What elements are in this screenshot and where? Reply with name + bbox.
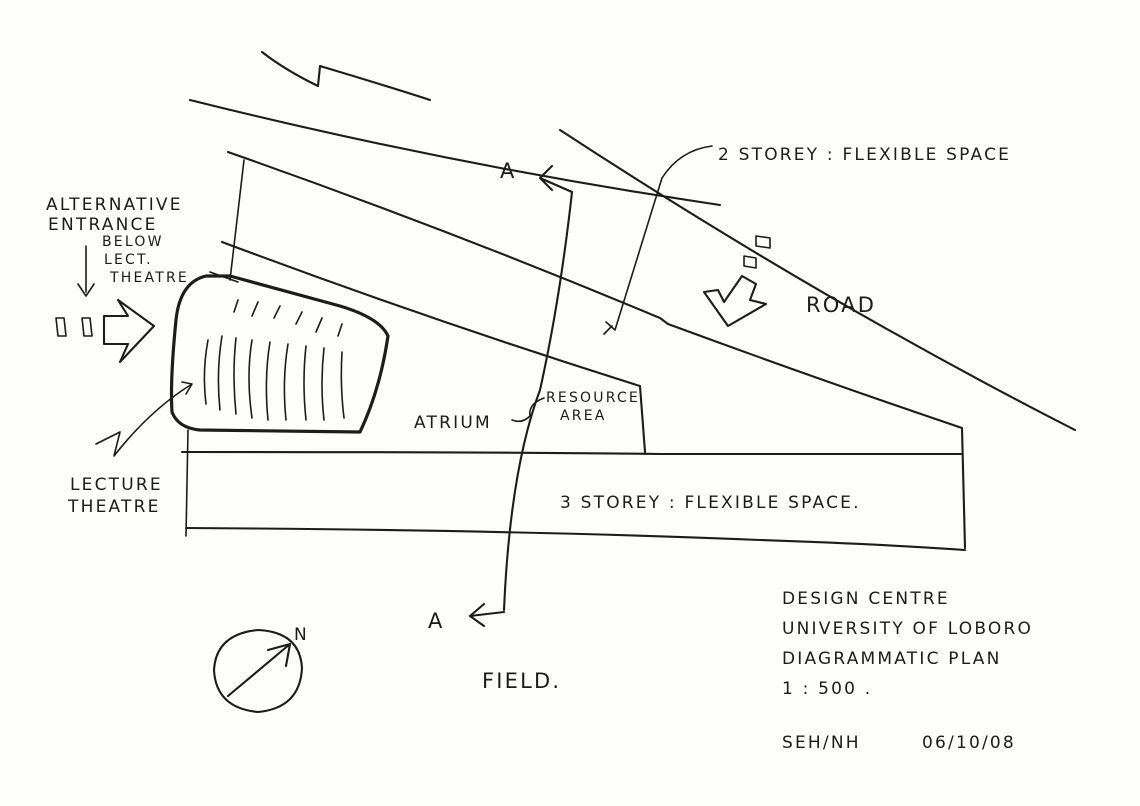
upper-block-inner-line	[220, 240, 647, 454]
road-boundary-line	[188, 98, 722, 207]
north-arrow-icon	[226, 642, 292, 698]
title-block-authors: SEH/NH	[782, 733, 861, 753]
lecture-theatre-outline	[169, 274, 390, 434]
leader-lecture-theatre	[95, 381, 193, 457]
label-field: FIELD.	[482, 669, 561, 693]
label-three-storey: 3 STOREY : FLEXIBLE SPACE.	[560, 493, 861, 513]
section-line-a-a	[502, 190, 574, 612]
main-entrance-marker-2	[743, 255, 757, 269]
main-entrance-arrow	[702, 274, 768, 328]
label-alt-entrance-line5: THEATRE	[109, 270, 189, 286]
label-lecture-theatre-line1: LECTURE	[70, 475, 163, 495]
road-upper-line	[260, 50, 432, 102]
label-two-storey: 2 STOREY : FLEXIBLE SPACE	[718, 145, 1011, 165]
leader-resource-area	[511, 397, 545, 423]
label-atrium: ATRIUM	[414, 413, 492, 433]
label-north: N	[294, 625, 309, 645]
road-lower-line	[558, 128, 1077, 432]
upper-block-end-tick	[209, 159, 245, 283]
title-block-date: 06/10/08	[922, 733, 1016, 753]
lower-block-top-line	[180, 450, 964, 456]
label-section-a-bottom: A	[428, 609, 445, 633]
leader-two-storey	[603, 145, 713, 335]
alt-entrance-marker-2	[81, 317, 93, 337]
alt-entrance-arrow	[102, 298, 156, 364]
section-arrow-bottom	[468, 602, 506, 628]
lower-block-bottom-line	[184, 526, 967, 552]
lower-block-left-edge	[185, 429, 189, 537]
title-block-line1: DESIGN CENTRE	[782, 589, 950, 609]
label-road: ROAD	[806, 293, 876, 317]
label-alt-entrance-line2: ENTRANCE	[48, 215, 158, 235]
label-alt-entrance-line4: LECT.	[104, 252, 153, 268]
alt-entrance-marker-1	[55, 317, 67, 337]
label-resource-area-line2: AREA	[560, 408, 607, 424]
main-entrance-marker-1	[755, 235, 771, 249]
lecture-theatre-seating	[203, 299, 345, 421]
label-lecture-theatre-line2: THEATRE	[67, 497, 161, 517]
section-arrow-top	[538, 164, 574, 194]
leader-alt-entrance	[77, 245, 95, 297]
label-resource-area-line1: RESOURCE	[546, 390, 640, 406]
upper-block-outline	[226, 150, 967, 550]
north-circle	[212, 628, 304, 714]
title-block-line2: UNIVERSITY OF LOBORO	[782, 619, 1033, 639]
label-section-a-top: A	[500, 159, 517, 183]
title-block-scale: 1 : 500 .	[782, 679, 872, 699]
label-alt-entrance-line1: ALTERNATIVE	[46, 195, 183, 215]
label-alt-entrance-line3: BELOW	[102, 234, 164, 250]
title-block-line3: DIAGRAMMATIC PLAN	[782, 649, 1002, 669]
